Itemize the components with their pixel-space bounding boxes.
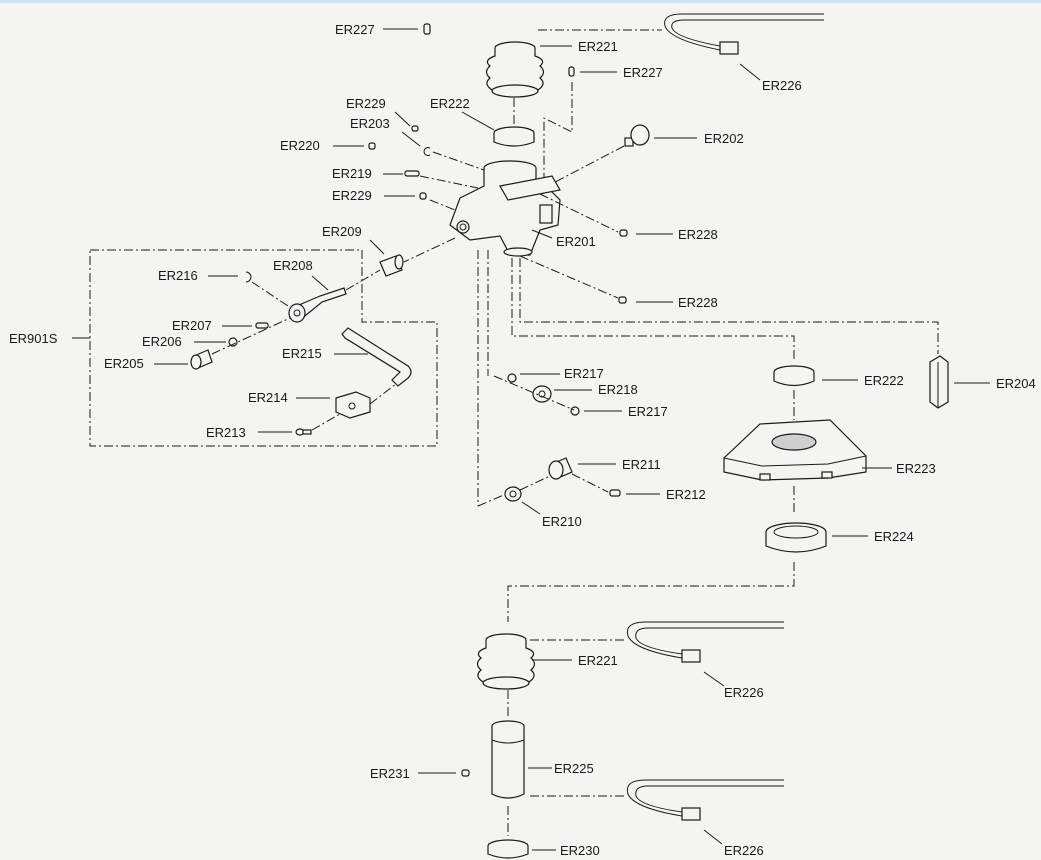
part-er228-lower	[618, 296, 627, 304]
label-er219: ER219	[332, 166, 372, 181]
part-er216-clip	[245, 271, 252, 283]
label-er226-middle: ER226	[724, 685, 764, 700]
label-er901s: ER901S	[9, 331, 58, 346]
label-er226-bottom: ER226	[724, 843, 764, 858]
label-er217-top: ER217	[564, 366, 604, 381]
er901s-group-outline	[89, 249, 438, 447]
label-er224: ER224	[874, 529, 914, 544]
label-er230: ER230	[560, 843, 600, 858]
label-er203: ER203	[350, 116, 390, 131]
label-er201: ER201	[556, 234, 596, 249]
label-er204: ER204	[996, 376, 1036, 391]
label-er222-lower: ER222	[864, 373, 904, 388]
part-er229-lower	[419, 192, 427, 200]
part-er225-tube	[491, 720, 525, 799]
part-er229-top	[411, 125, 419, 132]
label-er206: ER206	[142, 334, 182, 349]
part-er210-washer	[504, 486, 522, 502]
label-er217-bottom: ER217	[628, 404, 668, 419]
label-er223: ER223	[896, 461, 936, 476]
top-accent-bar	[0, 0, 1041, 3]
part-er202-knob	[624, 124, 650, 147]
part-er217-bottom	[570, 406, 580, 416]
label-er229-lower: ER229	[332, 188, 372, 203]
part-er222-ring-lower	[773, 365, 815, 387]
part-er221-bellows-bottom	[476, 633, 536, 690]
label-er227-top: ER227	[335, 22, 375, 37]
part-er230-ring	[487, 839, 529, 859]
part-er226-cable-bottom	[626, 779, 784, 821]
label-er209: ER209	[322, 224, 362, 239]
part-er209-bushing	[379, 254, 404, 277]
part-er201-main-body	[449, 160, 561, 257]
label-er207: ER207	[172, 318, 212, 333]
part-er221-bellows-top	[485, 41, 545, 98]
part-er222-ring-top	[493, 126, 535, 147]
part-er231-pin	[461, 769, 470, 777]
part-er212-pin	[609, 489, 621, 497]
label-er225: ER225	[554, 761, 594, 776]
part-er227-top	[423, 23, 431, 35]
part-er207-spring	[255, 322, 269, 329]
part-er219-pin	[404, 170, 420, 177]
label-er231: ER231	[370, 766, 410, 781]
label-er205: ER205	[104, 356, 144, 371]
part-er215-lever	[341, 327, 412, 387]
label-er211: ER211	[622, 457, 661, 472]
label-er202: ER202	[704, 131, 744, 146]
label-er221-bottom: ER221	[578, 653, 618, 668]
label-er212: ER212	[666, 487, 706, 502]
part-er211-sleeve	[548, 457, 573, 480]
part-er214-block	[335, 391, 371, 419]
part-er217-top	[507, 373, 517, 383]
label-er220: ER220	[280, 138, 320, 153]
part-er208-shaft	[288, 287, 347, 323]
label-er208: ER208	[273, 258, 313, 273]
part-er213-screw	[295, 428, 312, 436]
part-er226-cable-top	[664, 13, 824, 55]
label-er210: ER210	[542, 514, 582, 529]
part-er204-block	[929, 355, 949, 409]
part-er205-cap	[190, 349, 213, 370]
label-er228-upper: ER228	[678, 227, 718, 242]
part-er206-ball	[228, 337, 238, 347]
label-er218: ER218	[598, 382, 638, 397]
label-er215: ER215	[282, 346, 322, 361]
label-er213: ER213	[206, 425, 246, 440]
label-er216: ER216	[158, 268, 198, 283]
label-er222-top: ER222	[430, 96, 470, 111]
part-er223-base-plate	[723, 419, 867, 481]
part-er203-clip	[423, 147, 431, 156]
label-er227-second: ER227	[623, 65, 663, 80]
part-er227-second	[568, 66, 575, 77]
label-er226-top: ER226	[762, 78, 802, 93]
label-er214: ER214	[248, 390, 288, 405]
part-er226-cable-middle	[626, 621, 784, 663]
label-er221-top: ER221	[578, 39, 618, 54]
label-er229-top: ER229	[346, 96, 386, 111]
part-er220	[368, 142, 376, 150]
label-er228-lower: ER228	[678, 295, 718, 310]
part-er224-nut	[765, 522, 827, 553]
part-er228-upper	[619, 229, 628, 237]
